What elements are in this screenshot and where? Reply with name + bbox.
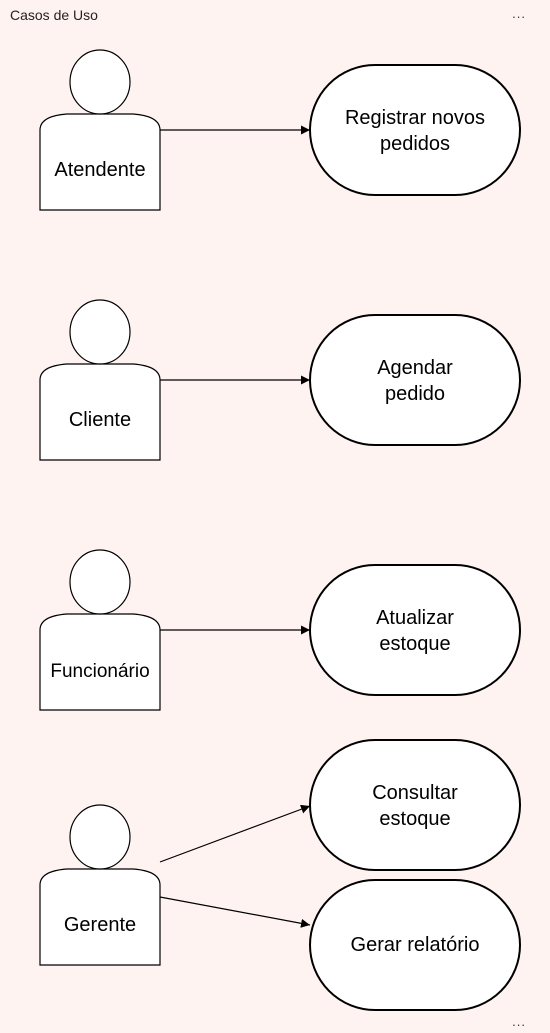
panel-title: Casos de Uso bbox=[10, 7, 98, 23]
actor-label: Cliente bbox=[69, 409, 131, 431]
actor-head bbox=[69, 549, 131, 615]
actor-funcionario[interactable]: Funcionário bbox=[39, 549, 161, 711]
usecase-label-line-1: Gerar relatório bbox=[351, 934, 480, 956]
usecase-shape bbox=[309, 879, 521, 1011]
actor-body bbox=[39, 613, 161, 711]
more-options-icon[interactable]: ... bbox=[512, 6, 526, 21]
actor-head bbox=[69, 299, 131, 365]
actor-label: Funcionário bbox=[50, 661, 149, 682]
usecase-atualizar-estoque[interactable]: Atualizar estoque bbox=[309, 564, 521, 696]
usecase-label-line-2: pedidos bbox=[380, 133, 450, 155]
actor-cliente[interactable]: Cliente bbox=[39, 299, 161, 461]
usecase-shape bbox=[309, 739, 521, 871]
actor-body bbox=[39, 363, 161, 461]
usecase-gerar-relatorio[interactable]: Gerar relatório bbox=[309, 879, 521, 1011]
usecase-label-line-1: Consultar bbox=[372, 782, 458, 804]
usecase-label-line-1: Agendar bbox=[377, 357, 453, 379]
actor-head bbox=[69, 804, 131, 870]
actor-body bbox=[39, 113, 161, 211]
usecase-label-line-2: pedido bbox=[385, 383, 445, 405]
usecase-label-line-2: estoque bbox=[379, 808, 450, 830]
actor-label: Atendente bbox=[54, 159, 145, 181]
usecase-label-line-1: Atualizar bbox=[376, 607, 454, 629]
usecase-registrar-novos-pedidos[interactable]: Registrar novos pedidos bbox=[309, 64, 521, 196]
actor-body bbox=[39, 868, 161, 966]
usecase-shape bbox=[309, 564, 521, 696]
usecase-consultar-estoque[interactable]: Consultar estoque bbox=[309, 739, 521, 871]
usecase-shape bbox=[309, 64, 521, 196]
usecase-agendar-pedido[interactable]: Agendar pedido bbox=[309, 314, 521, 446]
actor-label: Gerente bbox=[64, 914, 136, 936]
edge-gerente-consultar bbox=[159, 804, 311, 863]
more-options-icon-bottom[interactable]: ... bbox=[512, 1014, 526, 1029]
usecase-label-line-1: Registrar novos bbox=[345, 107, 485, 129]
edge-gerente-relatorio bbox=[159, 896, 311, 928]
actor-atendente[interactable]: Atendente bbox=[39, 49, 161, 211]
usecase-label-line-2: estoque bbox=[379, 633, 450, 655]
actor-gerente[interactable]: Gerente bbox=[39, 804, 161, 966]
usecase-shape bbox=[309, 314, 521, 446]
actor-head bbox=[69, 49, 131, 115]
